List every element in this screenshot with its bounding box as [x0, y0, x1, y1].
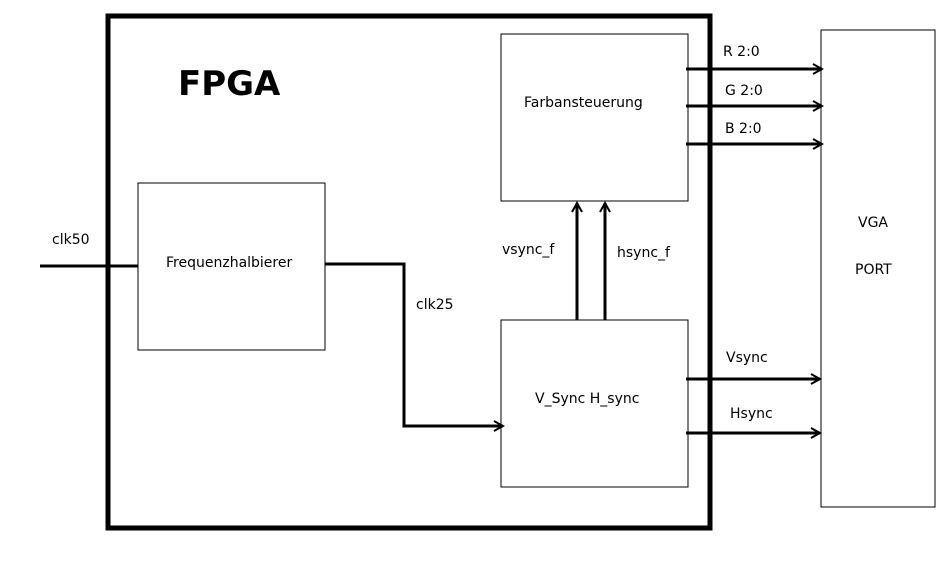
clk25-label: clk25 [416, 297, 454, 313]
vga-port-label-vga: VGA [858, 215, 888, 231]
vga-port-label-port: PORT [855, 262, 892, 278]
frequenzhalbierer-label: Frequenzhalbierer [166, 255, 292, 271]
vsync-f-label: vsync_f [502, 242, 555, 258]
clk25-line [325, 262, 503, 426]
vsync-label: Vsync [726, 350, 768, 366]
fpga-title: FPGA [178, 64, 281, 104]
hsync-label: Hsync [730, 406, 773, 422]
clk50-label: clk50 [52, 232, 90, 248]
vga-port-block [820, 29, 936, 508]
fpga-box [105, 13, 713, 531]
g-label: G 2:0 [725, 83, 763, 99]
frequenzhalbierer-block [137, 182, 326, 351]
hsync-f-label: hsync_f [617, 245, 671, 261]
b-label: B 2:0 [725, 121, 762, 137]
vsync-hsync-block [500, 319, 689, 488]
farbansteuerung-label: Farbansteuerung [524, 95, 643, 111]
farbansteuerung-block [500, 33, 689, 202]
r-label: R 2:0 [723, 44, 760, 60]
vsync-hsync-label: V_Sync H_sync [535, 391, 639, 407]
